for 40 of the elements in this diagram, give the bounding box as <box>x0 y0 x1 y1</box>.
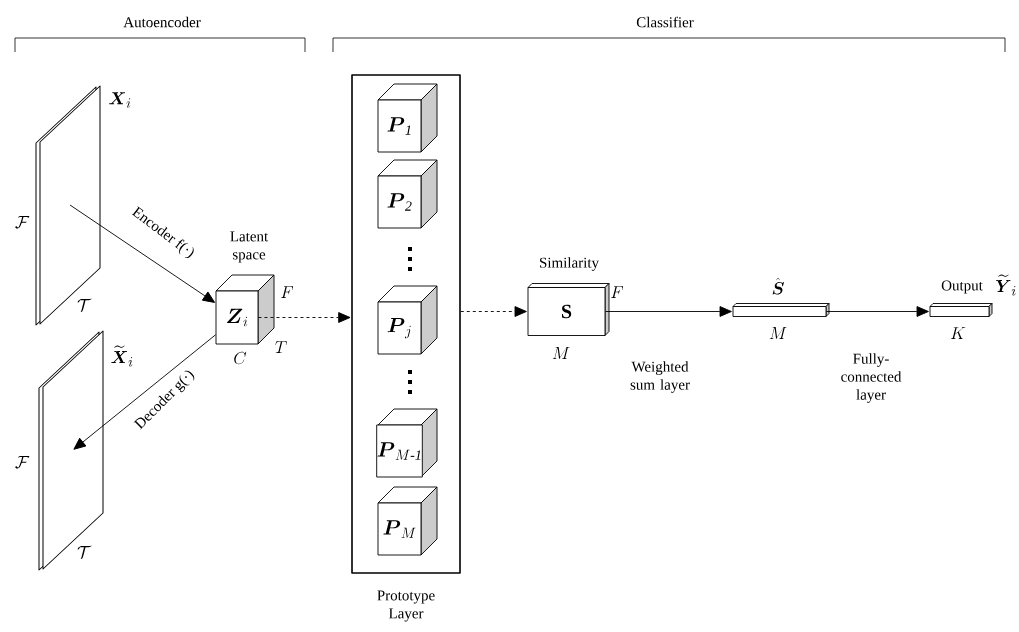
edge-label: Fully-connected layer <box>841 353 902 403</box>
vector-bar <box>929 303 993 317</box>
sheet-drawing <box>38 330 104 571</box>
cube: $\boldsymbol{P}_{M}$ <box>377 486 438 556</box>
variable-label: $\hat{\boldsymbol{S}}$ <box>772 277 784 295</box>
node-label: Prototype Layer <box>377 590 435 622</box>
section-label: Classifier <box>636 16 694 28</box>
axis-label: $\mathcal{T}$ <box>77 545 92 560</box>
cube: $\boldsymbol{P}_{\mathit{2}}$ <box>377 159 438 229</box>
node-label: Similarity <box>540 257 599 271</box>
cube: $\boldsymbol{P}_{j}$ <box>377 285 438 355</box>
arrow <box>460 306 527 317</box>
arrow <box>826 306 929 317</box>
arrow <box>73 334 216 450</box>
variable-label: $\widetilde{\boldsymbol{Y}}_{i}$ <box>996 274 1016 296</box>
axis-label: $M$ <box>552 347 570 359</box>
axis-label: $K$ <box>951 327 966 339</box>
variable-label: $\boldsymbol{X}_{i}$ <box>109 92 131 108</box>
axis-label: $\mathcal{F}$ <box>15 456 30 469</box>
arrow <box>605 306 732 317</box>
variable-label: $\widetilde{\boldsymbol{X}}_{i}$ <box>111 345 133 367</box>
axis-label: $F$ <box>611 286 624 298</box>
sheet-drawing <box>35 85 101 326</box>
arrow <box>69 204 216 303</box>
cube: $\boldsymbol{P}_{M\text{-}\mathit{1}}$ <box>376 408 438 478</box>
axis-label: $C$ <box>234 351 247 365</box>
arrow <box>258 312 351 323</box>
cube: $\boldsymbol{Z}_{i}$ <box>215 274 275 345</box>
cube: $\boldsymbol{P}_{\mathit{1}}$ <box>377 83 438 153</box>
axis-label: $\mathcal{T}$ <box>77 298 92 313</box>
axis-label: $M$ <box>769 327 787 339</box>
node-label: Latent space <box>230 231 269 263</box>
node-label: Output <box>941 280 983 294</box>
edge-label: Weighted sum layer <box>630 361 690 393</box>
section-label: Autoencoder <box>123 16 201 28</box>
axis-label: $F$ <box>281 286 294 298</box>
axis-label: $T$ <box>275 341 287 353</box>
matrix-block: $\mathbf{S}$ <box>527 283 610 336</box>
axis-label: $\mathcal{F}$ <box>15 216 30 229</box>
vector-bar <box>732 303 830 317</box>
